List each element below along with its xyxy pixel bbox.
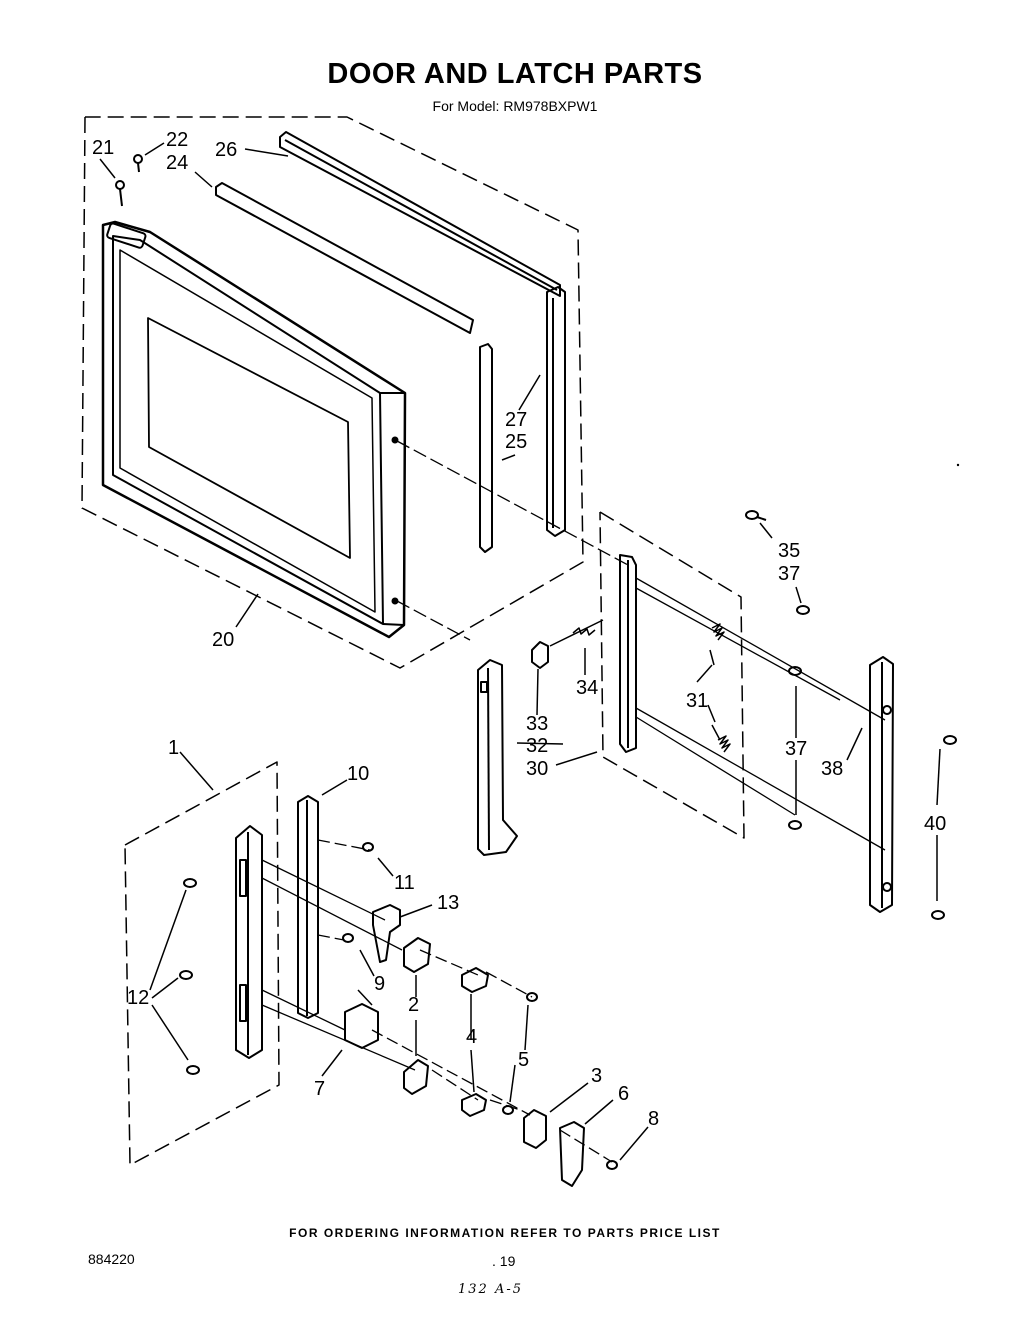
door-handle-part-32: [477, 659, 518, 856]
interlock-bracket-part-1: [235, 825, 263, 1059]
interlock-rail-part-10: [297, 795, 319, 1019]
choke-strip-part-24: [215, 182, 474, 334]
screw-part-21: [115, 180, 125, 207]
part-labels: 21 22 24 26 27 25 20 35 37 34 31 33 32 3…: [92, 129, 946, 1130]
latch-plate-part-30: [619, 554, 886, 851]
label-part-30: 30: [526, 758, 548, 780]
latch-assembly-outline: [599, 511, 745, 839]
label-part-7: 7: [314, 1078, 325, 1100]
door-frame-part-20: [101, 220, 407, 639]
side-strip-part-25: [479, 343, 493, 553]
hinge-connection-lines: [396, 440, 629, 641]
ordering-info-note: FOR ORDERING INFORMATION REFER TO PARTS …: [289, 1226, 721, 1240]
interlock-dashed-lines: [317, 839, 613, 1163]
stray-dot: [956, 463, 960, 467]
switch-part-3: [523, 1109, 547, 1149]
label-part-38: 38: [821, 758, 843, 780]
label-part-24: 24: [166, 152, 188, 174]
door-assembly-outline: [81, 116, 584, 669]
label-part-32: 32: [526, 735, 548, 757]
label-part-35: 35: [778, 540, 800, 562]
label-part-26: 26: [215, 139, 237, 161]
door-seal-part-26: [279, 131, 561, 297]
interlock-connection-lines: [261, 859, 416, 1071]
label-part-6: 6: [618, 1083, 629, 1105]
document-number: 884220: [88, 1251, 135, 1267]
label-part-9: 9: [374, 973, 385, 995]
model-subtitle: For Model: RM978BXPW1: [432, 98, 598, 114]
label-part-8: 8: [648, 1108, 659, 1130]
screw-part-9: [342, 933, 354, 943]
label-part-5: 5: [518, 1049, 529, 1071]
handwritten-note: 132 A-5: [458, 1282, 523, 1297]
label-part-31: 31: [686, 690, 708, 712]
switch-bracket-part-6: [559, 1121, 585, 1187]
label-part-10: 10: [347, 763, 369, 785]
label-part-4: 4: [466, 1026, 477, 1048]
latch-pin-part-34: [549, 619, 604, 647]
door-leader-lines: [99, 142, 541, 628]
label-part-37-bottom: 37: [785, 738, 807, 760]
label-part-1: 1: [168, 737, 179, 759]
screw-part-5: [502, 992, 538, 1115]
label-part-34: 34: [576, 677, 598, 699]
label-part-13: 13: [437, 892, 459, 914]
handle-bar-part-38: [869, 656, 894, 913]
switch-part-13: [372, 904, 401, 963]
page-number: . 19: [492, 1253, 516, 1269]
label-part-3: 3: [591, 1065, 602, 1087]
latch-lever-part-33: [531, 641, 549, 669]
label-part-12: 12: [127, 987, 149, 1009]
spacer-part-4: [461, 967, 489, 1117]
interlock-assembly-outline: [124, 761, 280, 1166]
latch-leader-lines: [516, 522, 941, 901]
latch-spring-part-31: [709, 623, 731, 753]
label-part-22: 22: [166, 129, 188, 151]
label-part-25: 25: [505, 431, 527, 453]
screw-part-37: [788, 605, 810, 830]
screw-part-22: [133, 154, 143, 173]
label-part-2: 2: [408, 994, 419, 1016]
label-part-37-top: 37: [778, 563, 800, 585]
label-part-27: 27: [505, 409, 527, 431]
mounting-plate-part-7: [344, 1003, 379, 1049]
screw-part-35: [745, 510, 767, 521]
label-part-21: 21: [92, 137, 114, 159]
screw-part-12: [179, 878, 200, 1075]
label-part-11: 11: [394, 872, 415, 894]
screw-part-11: [362, 842, 374, 852]
interlock-leader-lines: [149, 751, 649, 1161]
label-part-40: 40: [924, 813, 946, 835]
screw-part-8: [606, 1160, 618, 1170]
screw-part-40: [931, 735, 957, 920]
label-part-33: 33: [526, 713, 548, 735]
actuator-part-2: [403, 937, 431, 1095]
side-seal-part-27: [546, 286, 566, 537]
label-part-20: 20: [212, 629, 234, 651]
diagram-title: DOOR AND LATCH PARTS: [327, 58, 703, 90]
